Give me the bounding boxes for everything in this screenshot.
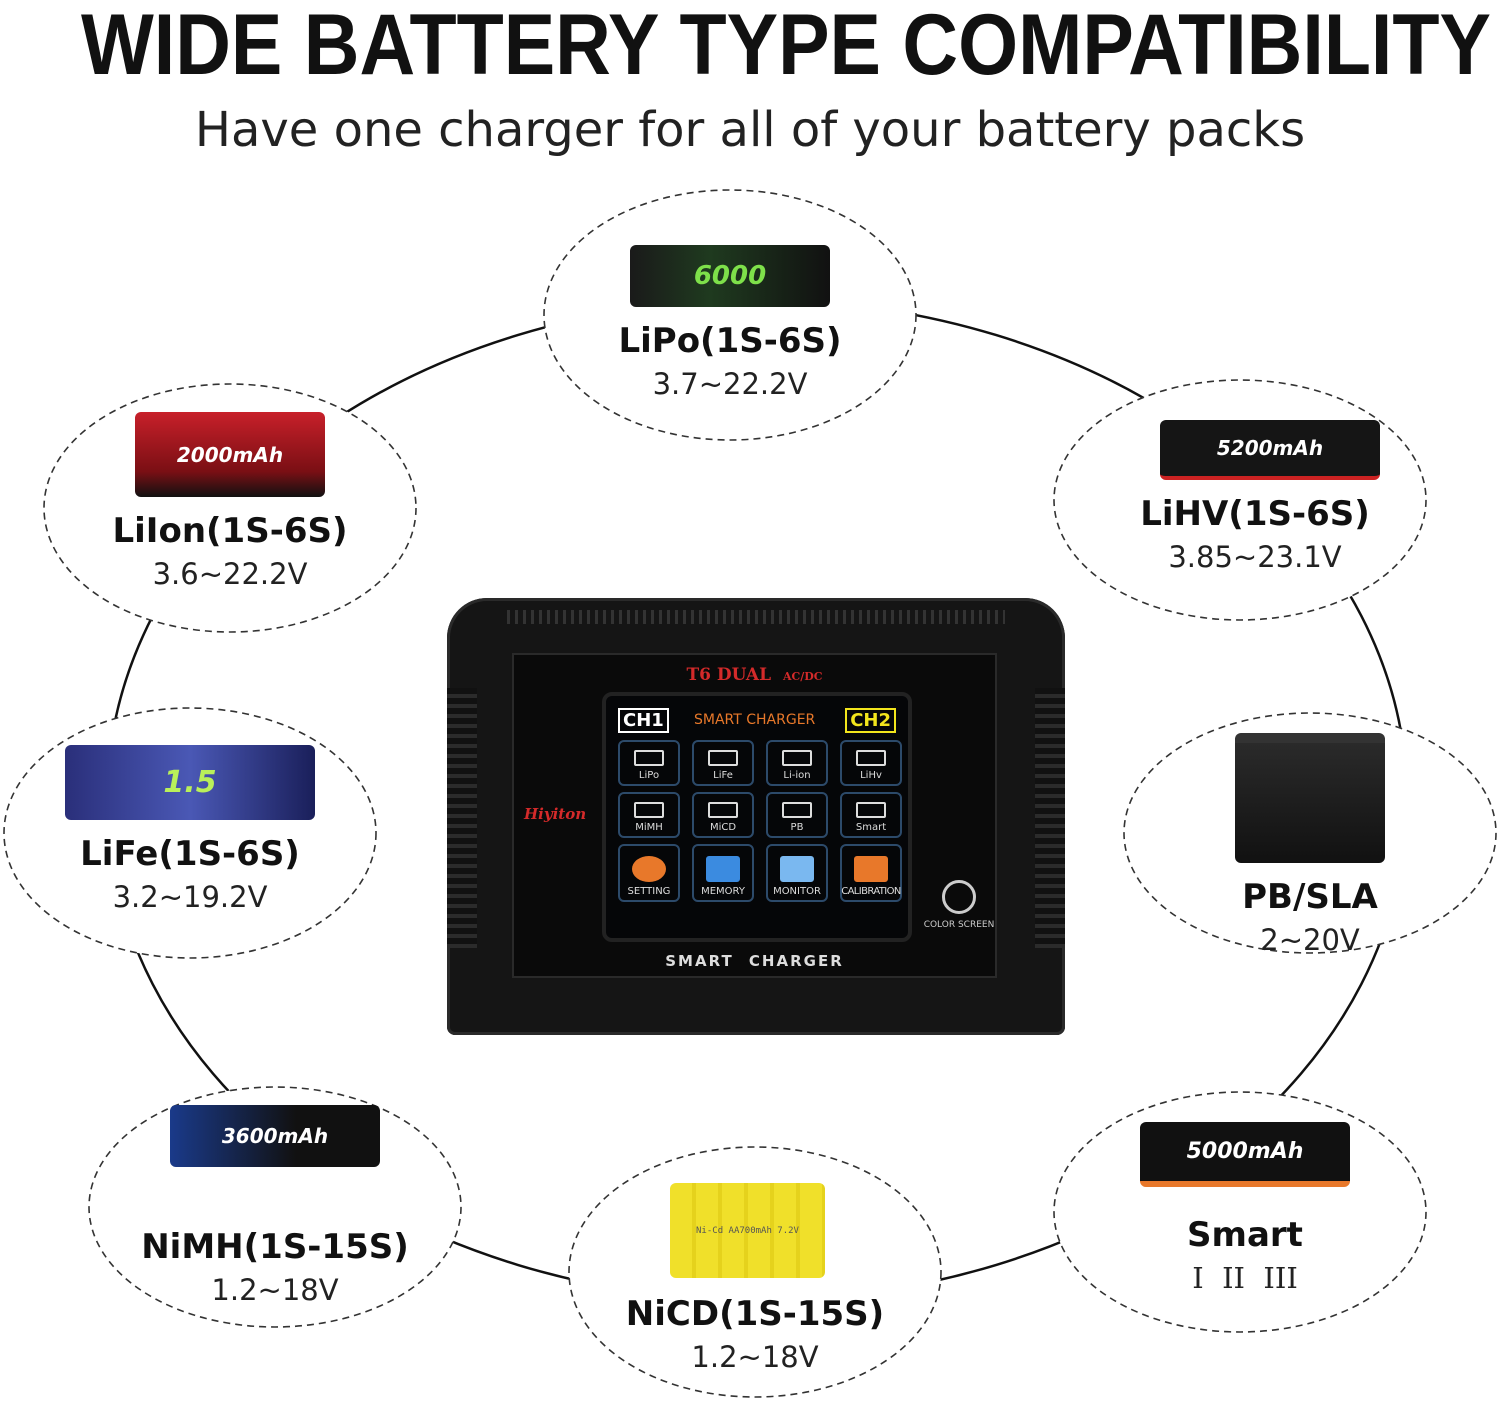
ch2-button[interactable]: CH2: [845, 708, 896, 733]
life-battery-image: 1.5: [65, 745, 315, 820]
battery-liion: 2000mAh LiIon(1S-6S) 3.6~22.2V: [45, 412, 415, 591]
tile-label: LiFe: [713, 770, 733, 781]
mode-tile-smart[interactable]: Smart: [840, 792, 902, 838]
battery-nicd: Ni-Cd AA700mAh 7.2V NiCD(1S-15S) 1.2~18V: [570, 1183, 940, 1374]
memory-icon: [706, 856, 740, 882]
battery-name: LiPo(1S-6S): [618, 321, 842, 361]
battery-name: NiMH(1S-15S): [141, 1227, 409, 1267]
battery-voltage: I II III: [1192, 1261, 1298, 1295]
model-label: T6 DUAL: [686, 665, 772, 685]
smart-battery-image: 5000mAh: [1140, 1122, 1350, 1187]
pb-icon: [782, 802, 812, 818]
tile-label: SETTING: [627, 886, 671, 897]
smart-icon: [856, 802, 886, 818]
mode-tile-life[interactable]: LiFe: [692, 740, 754, 786]
nicd-battery-image: Ni-Cd AA700mAh 7.2V: [670, 1183, 825, 1278]
right-vent: [1035, 688, 1065, 948]
battery-name: LiIon(1S-6S): [112, 511, 348, 551]
mode-tile-micd[interactable]: MiCD: [692, 792, 754, 838]
top-vent: [507, 610, 1005, 624]
charger-device: T6 DUAL AC/DC Hiyiton CH1 SMART CHARGER …: [447, 598, 1065, 1035]
setting-icon: [632, 856, 666, 882]
tile-label: CALIBRATION: [841, 886, 901, 897]
life-icon: [708, 750, 738, 766]
mode-tile-calibration[interactable]: CALIBRATION: [840, 844, 902, 902]
battery-nimh: 3600mAh NiMH(1S-15S) 1.2~18V: [90, 1105, 460, 1307]
color-screen-badge: COLOR SCREEN: [919, 880, 999, 930]
mode-tile-mimh[interactable]: MiMH: [618, 792, 680, 838]
touch-icon: [942, 880, 976, 914]
battery-pb-sla: PB/SLA 2~20V: [1125, 733, 1495, 957]
battery-voltage: 3.6~22.2V: [152, 557, 308, 591]
battery-lihv: 5200mAh LiHV(1S-6S) 3.85~23.1V: [1070, 420, 1440, 574]
page-title: WIDE BATTERY TYPE COMPATIBILITY: [80, 0, 1491, 93]
touch-screen[interactable]: CH1 SMART CHARGER CH2 LiPo LiFe Li-ion LiHv…: [602, 692, 912, 942]
mode-tile-pb[interactable]: PB: [766, 792, 828, 838]
bottom-label: SMART CHARGER: [665, 952, 844, 970]
mode-tile-monitor[interactable]: MONITOR: [766, 844, 828, 902]
lipo-icon: [634, 750, 664, 766]
battery-smart: 5000mAh Smart I II III: [1060, 1122, 1430, 1295]
model-suffix: AC/DC: [782, 670, 823, 683]
tile-label: Li-ion: [783, 770, 811, 781]
battery-name: Smart: [1187, 1215, 1303, 1255]
li-ion-icon: [782, 750, 812, 766]
battery-voltage: 2~20V: [1260, 923, 1360, 957]
tile-label: MONITOR: [773, 886, 821, 897]
tile-label: MEMORY: [701, 886, 745, 897]
battery-name: NiCD(1S-15S): [625, 1294, 885, 1334]
micd-icon: [708, 802, 738, 818]
ch1-button[interactable]: CH1: [618, 708, 669, 733]
tile-label: LiPo: [638, 770, 660, 781]
mode-tile-memory[interactable]: MEMORY: [692, 844, 754, 902]
left-vent: [447, 688, 477, 948]
mode-tile-setting[interactable]: SETTING: [618, 844, 680, 902]
calibration-icon: [854, 856, 888, 882]
battery-name: LiHV(1S-6S): [1140, 494, 1370, 534]
battery-voltage: 3.7~22.2V: [652, 367, 808, 401]
screen-title: SMART CHARGER: [694, 712, 816, 728]
tile-label: LiHv: [860, 770, 882, 781]
liion-battery-image: 2000mAh: [135, 412, 325, 497]
mode-tile-lipo[interactable]: LiPo: [618, 740, 680, 786]
battery-life: 1.5 LiFe(1S-6S) 3.2~19.2V: [5, 745, 375, 914]
tile-label: MiCD: [709, 822, 737, 833]
tile-label: PB: [790, 822, 804, 833]
tile-label: MiMH: [635, 822, 663, 833]
battery-name: LiFe(1S-6S): [80, 834, 300, 874]
lipo-battery-image: 6000: [630, 245, 830, 307]
battery-voltage: 1.2~18V: [691, 1340, 819, 1374]
tile-label: Smart: [855, 822, 887, 833]
battery-lipo: 6000 LiPo(1S-6S) 3.7~22.2V: [545, 245, 915, 401]
page-title-row: WIDE BATTERY TYPE COMPATIBILITY: [0, 2, 1500, 88]
brand-logo: Hiyiton: [524, 805, 587, 823]
battery-voltage: 3.85~23.1V: [1168, 540, 1342, 574]
battery-name: PB/SLA: [1242, 877, 1378, 917]
color-screen-label: COLOR SCREEN: [923, 920, 995, 930]
mode-tile-li-ion[interactable]: Li-ion: [766, 740, 828, 786]
monitor-icon: [780, 856, 814, 882]
battery-voltage: 1.2~18V: [211, 1273, 339, 1307]
front-panel: T6 DUAL AC/DC Hiyiton CH1 SMART CHARGER …: [512, 653, 997, 978]
battery-voltage: 3.2~19.2V: [112, 880, 268, 914]
lihv-icon: [856, 750, 886, 766]
mode-tile-lihv[interactable]: LiHv: [840, 740, 902, 786]
lihv-battery-image: 5200mAh: [1160, 420, 1380, 480]
nimh-battery-image: 3600mAh: [170, 1105, 380, 1167]
page-subtitle: Have one charger for all of your battery…: [194, 102, 1306, 158]
pb-battery-image: [1235, 733, 1385, 863]
mimh-icon: [634, 802, 664, 818]
